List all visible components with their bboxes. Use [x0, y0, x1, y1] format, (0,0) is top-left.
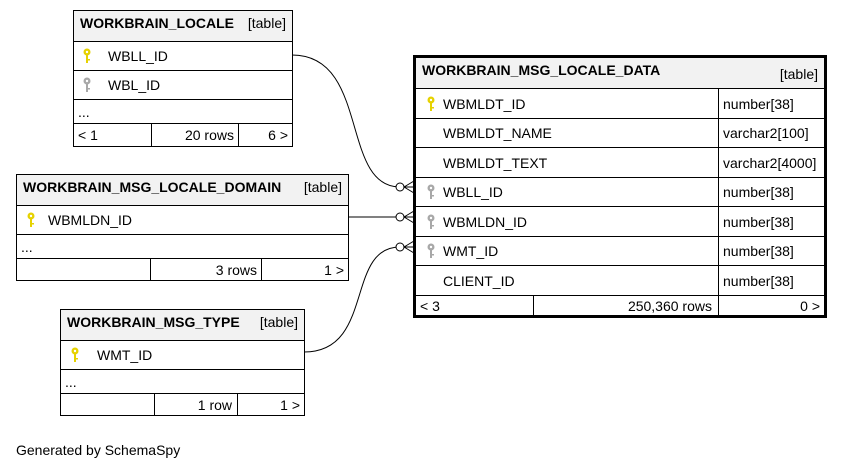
column-type: number[38] [723, 213, 794, 230]
column-name: WBMLDN_ID [48, 212, 133, 228]
column-name: WBLL_ID [108, 48, 168, 64]
table-header: WORKBRAIN_LOCALE [table] [74, 11, 292, 41]
generated-by-note: Generated by SchemaSpy [16, 442, 181, 458]
table-name: WORKBRAIN_MSG_LOCALE_DOMAIN [23, 179, 282, 195]
column-row[interactable]: WBMLDT_NAME varchar2[100] [416, 118, 824, 147]
table-kind: [table] [247, 15, 286, 31]
ellipsis-row: ... [61, 369, 304, 393]
table-footer: < 1 20 rows 6 > [74, 123, 292, 146]
row-count: 20 rows [184, 127, 234, 143]
row-count: 1 row [197, 396, 232, 413]
crows-foot-locale [395, 180, 415, 194]
table-workbrain-locale[interactable]: WORKBRAIN_LOCALE [table] WBLL_ID WBL_ID … [73, 10, 293, 147]
primary-key-icon [426, 96, 436, 112]
column-row[interactable]: WBMLDT_ID number[38] [416, 88, 824, 118]
table-header: WORKBRAIN_MSG_LOCALE_DOMAIN [table] [17, 175, 348, 205]
column-row[interactable]: WBMLDN_ID number[38] [416, 206, 824, 236]
children-count: 1 > [324, 261, 344, 278]
table-header: WORKBRAIN_MSG_TYPE [table] [61, 310, 304, 340]
column-row[interactable]: WBLL_ID number[38] [416, 177, 824, 206]
column-row[interactable]: CLIENT_ID number[38] [416, 265, 824, 295]
column-type: number[38] [723, 272, 794, 289]
parents-count: < 3 [420, 297, 440, 314]
table-workbrain-msg-locale-domain[interactable]: WORKBRAIN_MSG_LOCALE_DOMAIN [table] WBML… [16, 174, 349, 281]
table-kind: [table] [779, 66, 818, 82]
column-name: WMT_ID [97, 347, 153, 363]
column-row[interactable]: WBLL_ID [74, 41, 292, 70]
crows-foot-domain [395, 210, 415, 224]
foreign-key-icon [82, 77, 92, 93]
ellipsis-row: ... [17, 234, 348, 258]
crows-foot-msg-type [395, 240, 415, 254]
column-name: WMT_ID [443, 243, 499, 259]
foreign-key-icon [426, 243, 436, 259]
column-name: WBMLDT_ID [443, 95, 526, 112]
column-name: WBLL_ID [443, 184, 503, 200]
row-count: 3 rows [215, 261, 257, 278]
table-name: WORKBRAIN_MSG_TYPE [67, 314, 240, 330]
column-name: CLIENT_ID [443, 272, 515, 289]
children-count: 1 > [280, 396, 300, 413]
relationship-line-msg-type [303, 246, 401, 353]
table-footer: < 3 250,360 rows 0 > [416, 295, 824, 315]
foreign-key-icon [426, 214, 436, 230]
primary-key-icon [26, 212, 36, 228]
column-name: WBMLDT_NAME [443, 125, 552, 141]
primary-key-icon [70, 347, 80, 363]
column-row[interactable]: WBMLDT_TEXT varchar2[4000] [416, 147, 824, 177]
relationship-line-locale [291, 54, 401, 188]
column-name: WBMLDT_TEXT [443, 154, 548, 171]
primary-key-icon [82, 48, 92, 64]
column-name: WBMLDN_ID [443, 213, 528, 230]
column-type: number[38] [723, 95, 794, 112]
more-columns-ellipsis: ... [78, 103, 90, 120]
more-columns-ellipsis: ... [21, 238, 33, 255]
parents-count: < 1 [78, 127, 98, 143]
row-count: 250,360 rows [627, 297, 712, 314]
children-count: 6 > [268, 127, 288, 143]
foreign-key-icon [426, 184, 436, 200]
table-kind: [table] [303, 179, 342, 195]
column-name: WBL_ID [108, 77, 161, 93]
table-name: WORKBRAIN_MSG_LOCALE_DATA [422, 62, 661, 78]
table-workbrain-msg-locale-data[interactable]: WORKBRAIN_MSG_LOCALE_DATA [table] WBMLDT… [413, 55, 827, 318]
column-row[interactable]: WMT_ID number[38] [416, 236, 824, 265]
table-footer: 1 row 1 > [61, 393, 304, 415]
table-header: WORKBRAIN_MSG_LOCALE_DATA [table] [416, 58, 824, 88]
ellipsis-row: ... [74, 99, 292, 123]
table-workbrain-msg-type[interactable]: WORKBRAIN_MSG_TYPE [table] WMT_ID ... 1 … [60, 309, 305, 416]
column-row[interactable]: WBMLDN_ID [17, 205, 348, 234]
column-row[interactable]: WBL_ID [74, 70, 292, 99]
more-columns-ellipsis: ... [65, 373, 77, 390]
column-type: number[38] [723, 184, 794, 200]
table-name: WORKBRAIN_LOCALE [80, 15, 234, 31]
table-kind: [table] [259, 314, 298, 330]
column-row[interactable]: WMT_ID [61, 340, 304, 369]
table-footer: 3 rows 1 > [17, 258, 348, 280]
column-type: varchar2[4000] [723, 154, 817, 171]
column-type: varchar2[100] [723, 125, 809, 141]
children-count: 0 > [800, 297, 820, 314]
column-type: number[38] [723, 243, 794, 259]
